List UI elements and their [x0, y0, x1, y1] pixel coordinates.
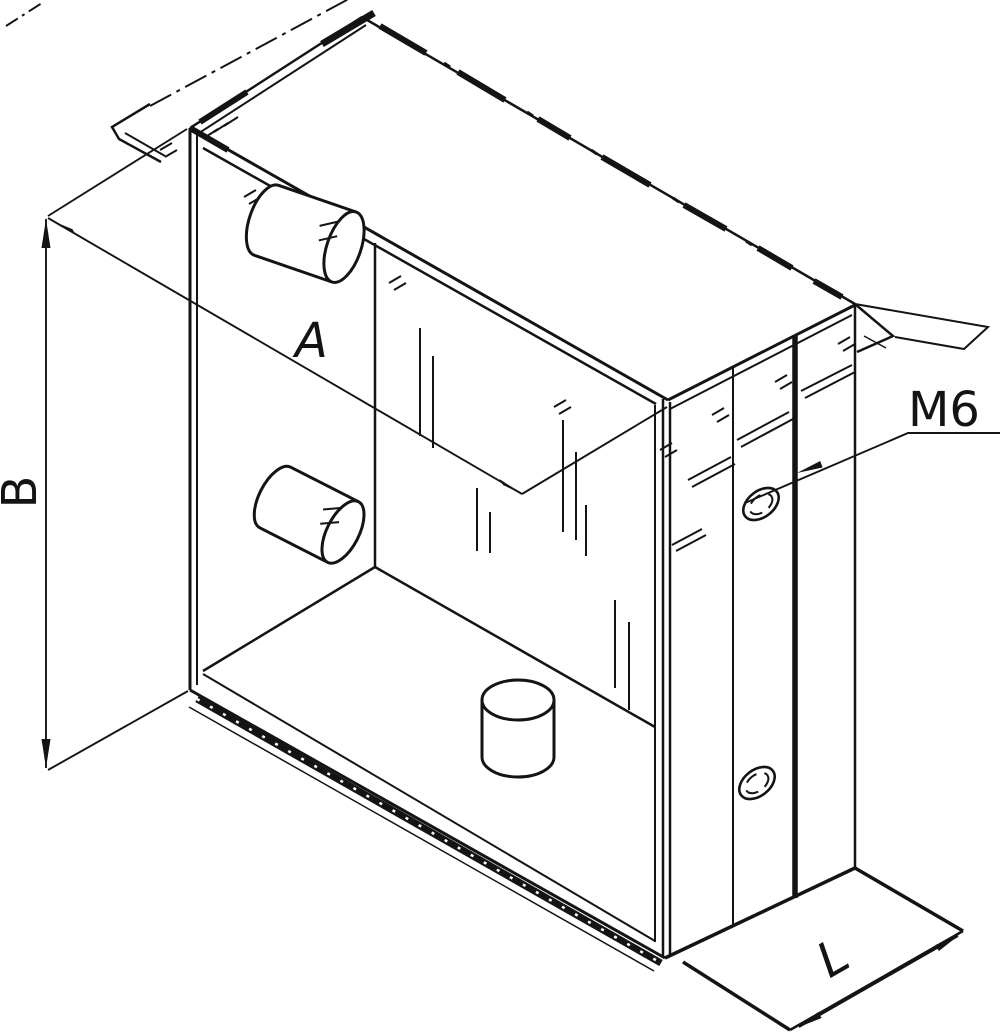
- dimension-b: B: [0, 128, 189, 771]
- arrowhead: [41, 739, 51, 768]
- centerline: [5, 0, 349, 107]
- arrowhead: [935, 936, 958, 951]
- tick-marks: [159, 142, 856, 458]
- dimension-label-a: A: [292, 313, 328, 369]
- right-corner-tab: [854, 303, 991, 354]
- left-corner-tab: [110, 102, 166, 164]
- arrowhead: [799, 1012, 822, 1027]
- dimension-label-l: L: [807, 927, 858, 989]
- threaded-boss-middle: [252, 464, 366, 565]
- arrowhead: [797, 461, 823, 473]
- right-side-wall: [664, 303, 857, 960]
- top-face-edges: [189, 9, 856, 306]
- reflection-hatching: [159, 142, 856, 710]
- arrowhead: [499, 479, 522, 494]
- arrowhead: [41, 219, 51, 248]
- m6-callout: M6: [744, 382, 1000, 504]
- threaded-boss-top: [244, 183, 366, 284]
- thread-callout-label: M6: [908, 382, 980, 438]
- arrowhead: [50, 220, 76, 236]
- threaded-boss-bottom: [480, 678, 556, 779]
- dimension-label-b: B: [0, 476, 48, 509]
- serrated-edge-dashes: [378, 23, 844, 300]
- interior-edges: [202, 243, 656, 729]
- gasket-strip: [188, 695, 663, 972]
- dimension-a: A: [47, 217, 668, 495]
- m6-threaded-hole-lower: [738, 765, 776, 801]
